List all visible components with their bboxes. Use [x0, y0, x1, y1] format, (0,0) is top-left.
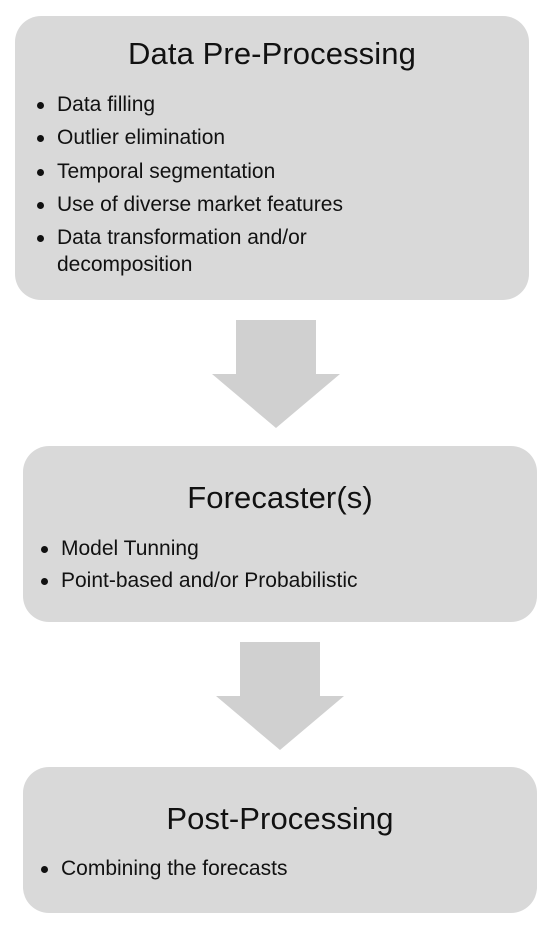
list-item: Model Tunning — [39, 535, 537, 562]
list-item: Data filling — [35, 91, 435, 118]
stage-box-pre-processing: Data Pre-Processing Data filling Outlier… — [15, 16, 529, 300]
stage-item-list: Data filling Outlier elimination Tempora… — [35, 91, 435, 279]
stage-title: Post-Processing — [166, 801, 394, 836]
stage-item-list: Combining the forecasts — [39, 855, 537, 882]
list-item: Point-based and/or Probabilistic — [39, 567, 537, 594]
list-item: Use of diverse market features — [35, 191, 435, 218]
stage-title: Forecaster(s) — [187, 480, 373, 515]
list-item: Data transformation and/or decomposition — [35, 224, 435, 279]
list-item: Temporal segmentation — [35, 158, 435, 185]
down-arrow-icon — [216, 642, 344, 750]
stage-title: Data Pre-Processing — [128, 36, 416, 71]
list-item: Combining the forecasts — [39, 855, 537, 882]
down-arrow-icon — [212, 320, 340, 428]
stage-box-forecasters: Forecaster(s) Model Tunning Point-based … — [23, 446, 537, 622]
list-item: Outlier elimination — [35, 124, 435, 151]
stage-box-post-processing: Post-Processing Combining the forecasts — [23, 767, 537, 913]
stage-item-list: Model Tunning Point-based and/or Probabi… — [39, 535, 537, 595]
